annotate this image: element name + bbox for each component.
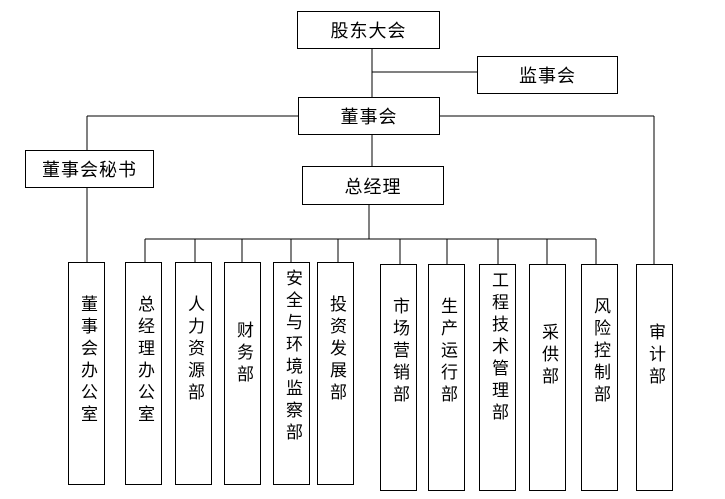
dept-production-label: 生产运行部 [437,297,457,407]
dept-investment-label: 投资发展部 [326,295,346,405]
dept-procurement-label: 采供部 [538,323,558,389]
dept-engineering-label: 工程技术管理部 [488,271,508,425]
dept-marketing-label: 市场营销部 [389,297,409,407]
secretary-label: 董事会秘书 [42,160,137,181]
dept-audit-label: 审计部 [645,323,665,389]
supervisors-box: 监事会 [477,56,618,94]
dept-audit: 审计部 [636,264,673,491]
supervisors-label: 监事会 [519,66,576,87]
dept-investment: 投资发展部 [317,262,354,485]
dept-engineering: 工程技术管理部 [479,264,516,491]
dept-board-office-label: 董事会办公室 [77,295,97,427]
dept-marketing: 市场营销部 [380,264,417,491]
dept-finance-label: 财务部 [233,321,253,387]
dept-gm-office-label: 总经理办公室 [134,295,154,427]
dept-procurement: 采供部 [529,264,566,491]
dept-hr-label: 人力资源部 [184,295,204,405]
dept-risk: 风险控制部 [581,264,618,491]
dept-gm-office: 总经理办公室 [125,262,162,485]
dept-risk-label: 风险控制部 [590,297,610,407]
shareholders-box: 股东大会 [297,11,440,49]
dept-safety: 安全与环境监察部 [273,262,310,485]
dept-finance: 财务部 [224,262,261,485]
dept-production: 生产运行部 [428,264,465,491]
gm-box: 总经理 [302,166,444,205]
secretary-box: 董事会秘书 [25,150,154,188]
board-label: 董事会 [340,107,398,128]
board-box: 董事会 [298,97,440,135]
dept-safety-label: 安全与环境监察部 [282,269,302,445]
dept-board-office: 董事会办公室 [68,262,105,485]
gm-label: 总经理 [344,176,402,198]
dept-hr: 人力资源部 [175,262,212,485]
shareholders-label: 股东大会 [330,21,407,42]
